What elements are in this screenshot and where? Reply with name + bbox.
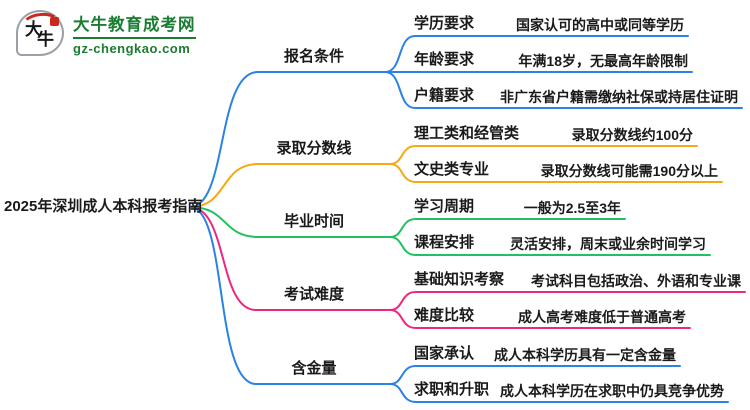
subtopic-study-period: 学习周期	[414, 198, 475, 215]
logo-site-name: 大牛教育成考网	[73, 15, 196, 34]
row-line-career-advantage	[389, 383, 729, 403]
row-line-study-period	[389, 218, 626, 238]
leaf-career-advantage-value: 成人本科学历在求职中仍具竞争优势	[500, 383, 724, 399]
branch-value-label: 含金量	[291, 360, 337, 377]
row-line-difficulty-comparison	[389, 309, 691, 329]
subtopic-difficulty-comparison: 难度比较	[414, 307, 475, 324]
row-line-education-requirement	[384, 35, 689, 73]
subtopic-liberal-arts-majors: 文史类专业	[414, 161, 490, 178]
subtopic-residency-requirement: 户籍要求	[414, 87, 475, 104]
leaf-science-majors-value: 录取分数线约100分	[571, 127, 693, 143]
leaf-difficulty-comparison-value: 成人高考难度低于普通高考	[518, 309, 686, 325]
logo-seal-char-top: 大	[25, 20, 42, 39]
row-line-knowledge-assessment	[389, 291, 746, 311]
row-line-science-majors	[389, 145, 698, 165]
logo-divider	[73, 36, 196, 39]
logo-site-domain: gz-chengkao.com	[73, 40, 191, 56]
branch-registration-label: 报名条件	[283, 48, 344, 65]
leaf-state-recognition-value: 成人本科学历具有一定含金量	[494, 347, 676, 363]
row-line-course-schedule	[389, 236, 711, 256]
leaf-liberal-arts-majors-value: 录取分数线可能需190分以上	[540, 163, 718, 179]
subtopic-state-recognition: 国家承认	[414, 345, 475, 362]
logo-text-block: 大牛教育成考网 gz-chengkao.com	[73, 11, 196, 56]
subtopic-age-requirement: 年龄要求	[414, 51, 475, 68]
branch-line-difficulty	[189, 206, 391, 311]
leaf-course-schedule-value: 灵活安排，周末或业余时间学习	[510, 236, 706, 252]
leaf-study-period-value: 一般为2.5至3年	[523, 200, 621, 216]
subtopic-science-majors: 理工类和经管类	[414, 125, 520, 142]
subtopic-course-schedule: 课程安排	[414, 234, 475, 251]
leaf-education-requirement-value: 国家认可的高中或同等学历	[516, 17, 684, 33]
subtopic-knowledge-assessment: 基础知识考察	[414, 271, 505, 288]
row-line-state-recognition	[389, 365, 681, 385]
branch-graduation-label: 毕业时间	[283, 213, 344, 230]
subtopic-career-advantage: 求职和升职	[414, 381, 490, 398]
branch-line-score	[189, 163, 391, 208]
row-line-residency-requirement	[384, 71, 743, 109]
logo-bubble-icon: 大 牛	[16, 10, 64, 56]
branch-line-graduation	[189, 206, 391, 238]
site-logo: 大 牛 大牛教育成考网 gz-chengkao.com	[16, 10, 196, 56]
subtopic-education-requirement: 学历要求	[414, 15, 475, 32]
logo-red-stamp-icon	[50, 17, 59, 26]
branch-difficulty-label: 考试难度	[283, 286, 344, 303]
leaf-residency-requirement-value: 非广东省户籍需缴纳社保或持居住证明	[500, 89, 738, 105]
leaf-age-requirement-value: 年满18岁，无最高年龄限制	[518, 53, 688, 69]
branch-line-value	[189, 206, 391, 385]
row-line-liberal-arts-majors	[389, 163, 723, 183]
root-node-label: 2025年深圳成人本科报考指南	[4, 198, 203, 215]
branch-score-label: 录取分数线	[276, 140, 352, 157]
leaf-knowledge-assessment-value: 考试科目包括政治、外语和专业课	[531, 273, 741, 289]
branch-line-registration	[189, 71, 386, 208]
logo-seal-char-bottom: 牛	[37, 30, 54, 49]
